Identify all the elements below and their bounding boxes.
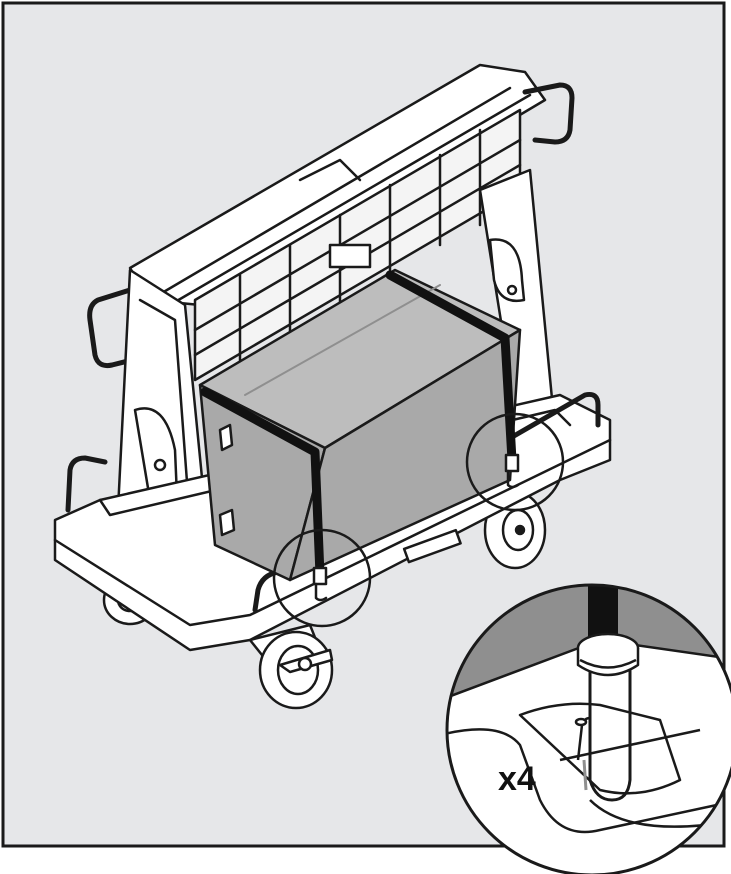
detail-callout-ring: [445, 583, 731, 874]
zoom-circle-icon: [465, 412, 565, 512]
tie-down-hook-icon: [312, 566, 328, 602]
detail-callout: x4: [445, 583, 731, 874]
left-handle: [87, 287, 143, 368]
box-illustration: [198, 268, 522, 582]
tie-down-hook-icon: [504, 453, 520, 489]
wheel-icon: [248, 623, 334, 710]
zoom-circle-icon: [272, 528, 372, 628]
right-handle: [522, 82, 575, 145]
front-rail: [65, 455, 108, 513]
quantity-label: x4: [498, 760, 536, 798]
strap: [200, 387, 325, 580]
strap: [385, 270, 517, 465]
